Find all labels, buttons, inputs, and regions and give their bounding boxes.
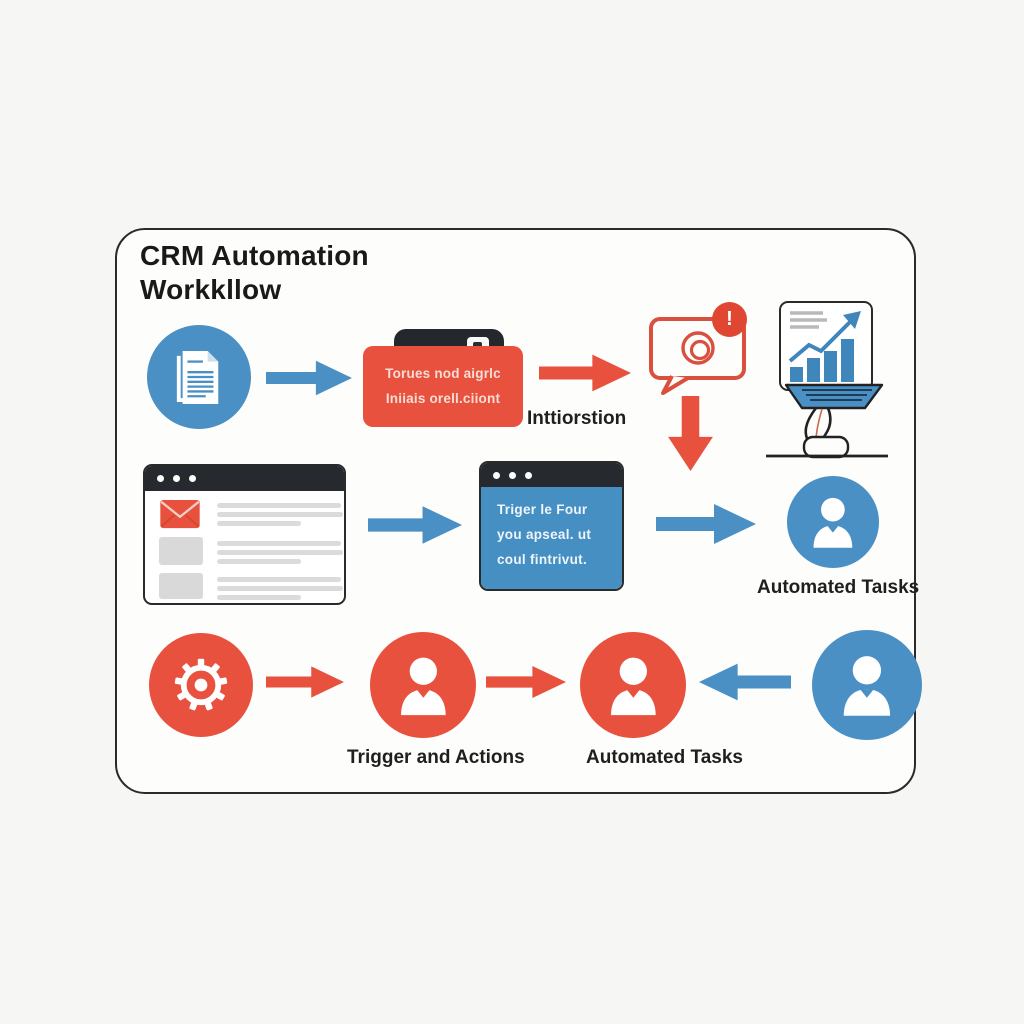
window-dot — [525, 471, 532, 479]
automated-tasks-step — [787, 476, 879, 568]
note-line-1: Triger le Four — [497, 502, 588, 517]
analytics-board — [779, 301, 873, 391]
thumbnail-placeholder — [159, 537, 203, 565]
document-icon — [176, 351, 219, 404]
bar-chart-icon — [788, 311, 861, 382]
badge-exclamation: ! — [726, 308, 733, 330]
arrow-right-icon — [266, 666, 344, 698]
person-icon — [400, 657, 446, 715]
note-line-2: Iniiais orell.ciiont — [385, 391, 501, 406]
initiation-label: Inttiorstion — [527, 408, 627, 429]
gear-icon — [174, 658, 228, 711]
text-line — [217, 577, 341, 582]
trigger-actions-step — [370, 632, 476, 738]
arrow-right-icon — [486, 666, 566, 698]
person-icon — [610, 657, 656, 715]
text-line — [217, 586, 343, 591]
arrow-down-icon — [668, 396, 713, 472]
envelope-icon — [160, 499, 200, 529]
thumbnail-placeholder — [159, 573, 203, 599]
text-line — [217, 503, 341, 508]
document-step — [147, 325, 251, 429]
note-line-3: coul fintrivut. — [497, 552, 587, 567]
automated-tasks-label-row3: Automated Tasks — [586, 747, 743, 768]
text-line — [217, 559, 301, 564]
user-step — [812, 630, 922, 740]
note-pane: Triger le Four you apseal. ut coul fintr… — [481, 487, 622, 589]
browser-titlebar — [481, 463, 622, 487]
automated-tasks-label-row2: Automated Taısks — [757, 577, 920, 598]
trophy-stand-icon — [766, 383, 888, 459]
note-browser-window: Triger le Four you apseal. ut coul fintr… — [479, 461, 624, 591]
arrow-right-icon — [368, 506, 462, 544]
window-dot — [509, 471, 516, 479]
window-dot — [493, 471, 500, 479]
text-line — [217, 521, 301, 526]
person-icon — [843, 656, 891, 716]
arrow-right-icon — [656, 504, 756, 544]
title-line-1: CRM Automation — [140, 240, 369, 271]
notification-badge: ! — [712, 302, 747, 337]
text-line — [217, 550, 343, 555]
text-line — [217, 595, 301, 600]
text-line — [217, 541, 341, 546]
window-dot — [189, 475, 196, 482]
window-dot — [173, 475, 180, 482]
note-line-2: you apseal. ut — [497, 527, 592, 542]
person-icon — [813, 497, 853, 548]
arrow-left-icon — [699, 663, 791, 701]
email-browser-window — [143, 464, 346, 605]
browser-titlebar — [145, 466, 344, 491]
text-line — [217, 512, 343, 517]
page-title: CRM Automation Workkllow — [140, 239, 480, 307]
browser-content: Triger le Four you apseal. ut coul fintr… — [481, 487, 622, 589]
arrow-right-icon — [266, 360, 352, 396]
trigger-note-box: Torues nod aigrlc Iniiais orell.ciiont — [363, 346, 523, 427]
arrow-right-icon — [539, 354, 631, 392]
browser-content — [145, 491, 344, 603]
trigger-and-actions-label: Trigger and Actions — [347, 747, 525, 768]
title-line-2: Workkllow — [140, 274, 282, 305]
automated-tasks-person-step — [580, 632, 686, 738]
note-line-1: Torues nod aigrlc — [385, 366, 501, 381]
window-dot — [157, 475, 164, 482]
gear-step — [149, 633, 253, 737]
